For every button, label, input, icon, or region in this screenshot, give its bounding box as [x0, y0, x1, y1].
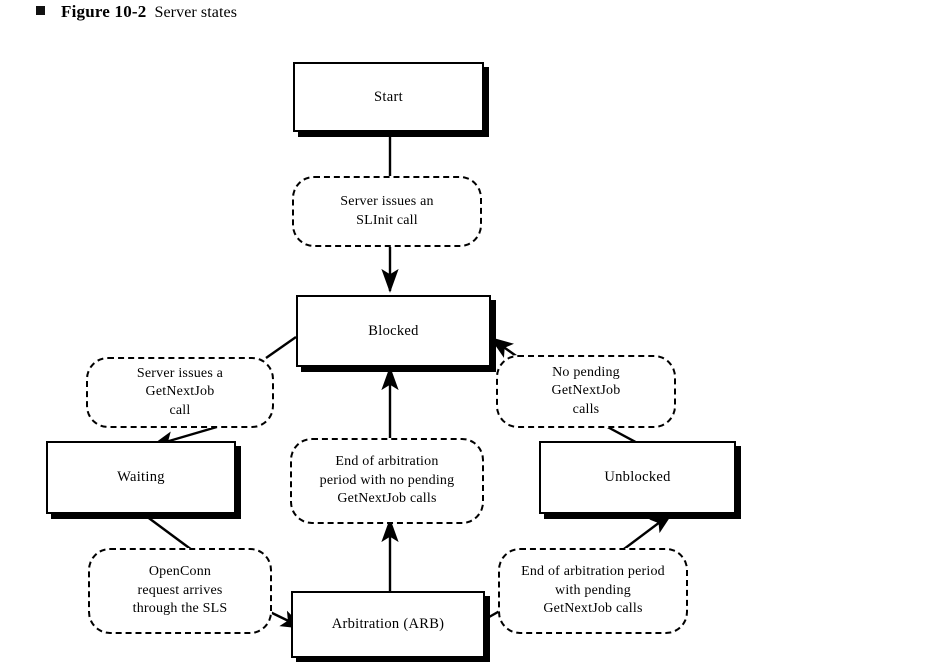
transition-label-getnextjob-line3: call — [169, 402, 191, 418]
state-box-waiting[interactable]: Waiting — [46, 441, 236, 514]
transition-label-openconn-line1: OpenConn — [148, 564, 212, 580]
state-label-blocked: Blocked — [368, 322, 419, 339]
transition-bubble-openconn[interactable]: OpenConn request arrives through the SLS — [88, 548, 272, 634]
transition-label-getnextjob: Server issues a GetNextJob call — [129, 365, 231, 421]
transition-label-end-arb-pending-line2: with pending — [555, 582, 631, 598]
state-label-arbitration: Arbitration (ARB) — [331, 616, 445, 632]
state-box-start[interactable]: Start — [293, 62, 484, 132]
transition-label-openconn-line3: through the SLS — [132, 601, 228, 617]
connector-waiting-to-openconn — [141, 512, 197, 554]
connector-nopending-to-blocked — [489, 336, 520, 359]
transition-label-openconn: OpenConn request arrives through the SLS — [125, 563, 236, 619]
connector-blocked-to-getnextjob — [265, 336, 297, 359]
transition-label-no-pending: No pending GetNextJob calls — [544, 364, 629, 420]
transition-label-end-arb-pending-line3: GetNextJob calls — [543, 601, 643, 617]
figure-title: Server states — [154, 4, 238, 21]
state-box-blocked[interactable]: Blocked — [296, 295, 491, 367]
state-box-arbitration[interactable]: Arbitration (ARB) — [291, 591, 485, 658]
square-bullet-icon — [36, 6, 45, 15]
transition-bubble-end-arb-pending[interactable]: End of arbitration period with pending G… — [498, 548, 688, 634]
transition-label-end-arb-no-pending-line1: End of arbitration — [335, 454, 439, 470]
figure-caption: Figure 10-2 Server states — [36, 2, 237, 22]
transition-bubble-end-arb-no-pending[interactable]: End of arbitration period with no pendin… — [290, 438, 484, 524]
transition-label-getnextjob-line2: GetNextJob — [145, 384, 215, 400]
transition-label-no-pending-line1: No pending — [552, 364, 620, 380]
connector-endarbpending-to-unblocked — [619, 511, 674, 553]
transition-label-end-arb-no-pending-line3: GetNextJob calls — [337, 491, 437, 507]
state-label-waiting: Waiting — [117, 469, 165, 485]
transition-bubble-slinit[interactable]: Server issues an SLInit call — [292, 176, 482, 247]
transition-label-no-pending-line2: GetNextJob — [551, 383, 621, 399]
transition-bubble-getnextjob[interactable]: Server issues a GetNextJob call — [86, 357, 274, 428]
transition-label-slinit: Server issues an SLInit call — [332, 193, 441, 230]
transition-label-end-arb-pending-line1: End of arbitration period — [521, 564, 665, 580]
state-label-start: Start — [374, 88, 403, 105]
transition-label-openconn-line2: request arrives — [137, 582, 223, 598]
transition-label-no-pending-line3: calls — [572, 401, 600, 417]
transition-label-slinit-line2: SLInit call — [356, 212, 418, 228]
transition-label-end-arb-pending: End of arbitration period with pending G… — [513, 563, 673, 619]
transition-bubble-no-pending[interactable]: No pending GetNextJob calls — [496, 355, 676, 428]
transition-label-slinit-line1: Server issues an — [340, 193, 434, 209]
state-box-unblocked[interactable]: Unblocked — [539, 441, 736, 514]
transition-label-getnextjob-line1: Server issues a — [136, 365, 224, 381]
figure-number: Figure 10-2 — [61, 2, 147, 21]
transition-label-end-arb-no-pending: End of arbitration period with no pendin… — [312, 453, 463, 509]
state-label-unblocked: Unblocked — [604, 469, 671, 485]
transition-label-end-arb-no-pending-line2: period with no pending — [319, 472, 455, 488]
